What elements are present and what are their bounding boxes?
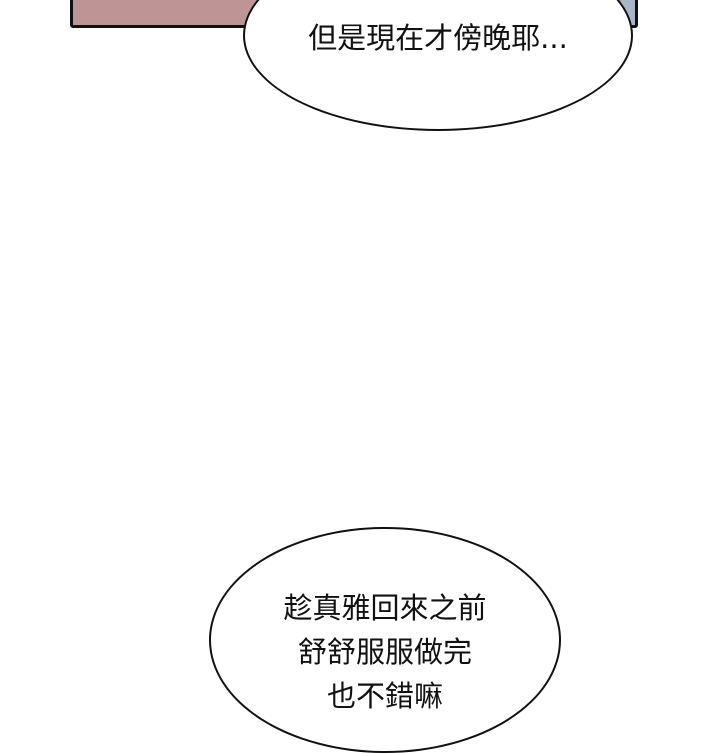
bubble-line: 但是現在才傍晚耶...	[308, 21, 568, 55]
bubble-line: 也不錯嘛	[326, 679, 443, 713]
bubble-text: 但是現在才傍晚耶...	[245, 16, 631, 60]
bubble-text: 趁真雅回來之前 舒舒服服做完 也不錯嘛	[211, 586, 559, 718]
bubble-line: 舒舒服服做完	[297, 635, 472, 669]
bubble-line: 趁真雅回來之前	[283, 591, 487, 625]
speech-bubble-bottom: 趁真雅回來之前 舒舒服服做完 也不錯嘛	[209, 527, 561, 753]
speech-bubble-top: 但是現在才傍晚耶...	[243, 0, 633, 131]
